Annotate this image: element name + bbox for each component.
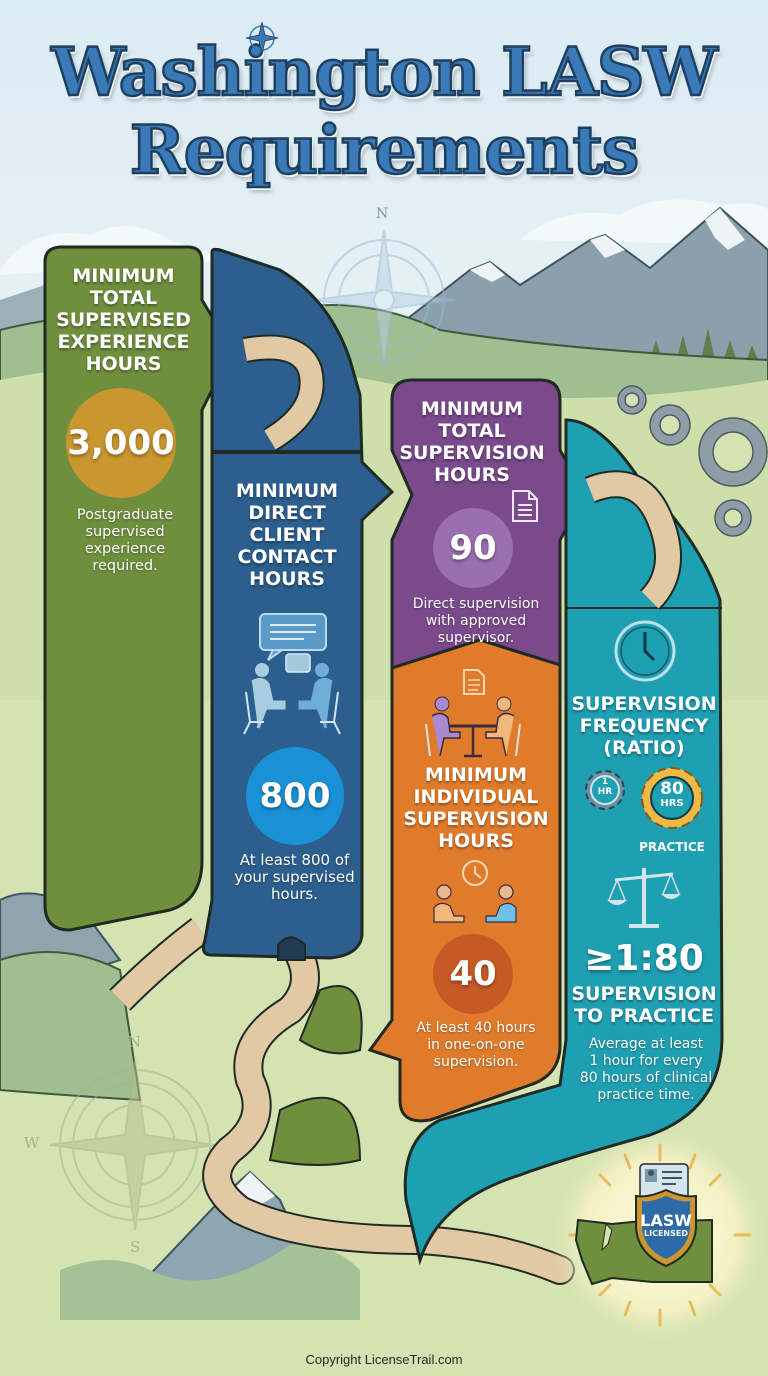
card-header: SUPERVISION FREQUENCY (RATIO) xyxy=(571,693,717,759)
gear-caption: PRACTICE xyxy=(639,840,705,854)
card-description: Postgraduate supervised experience requi… xyxy=(76,507,174,574)
card-header: MINIMUM INDIVIDUAL SUPERVISION HOURS xyxy=(403,764,549,852)
shield-icon xyxy=(635,1188,697,1268)
value-badge: 800 xyxy=(246,747,344,845)
page-title-line-2: Requirements xyxy=(129,111,641,190)
compass-north-label: N xyxy=(128,1033,142,1051)
copyright-text: Copyright LicenseTrail.com xyxy=(305,1352,463,1367)
card-description: At least 800 of your supervised hours. xyxy=(234,851,355,903)
card-description: Average at least 1 hour for every 80 hou… xyxy=(579,1036,713,1103)
balance-scale-icon xyxy=(607,868,681,928)
value-badge: 40 xyxy=(433,934,513,1014)
two-people-talking-icon xyxy=(243,613,341,735)
compass-west-label: W xyxy=(24,1134,40,1152)
gears-icon xyxy=(617,385,768,537)
washington-state-license-badge: LASW LICENSED xyxy=(572,1163,732,1300)
compass-south-label: S xyxy=(130,1238,141,1256)
document-icon xyxy=(512,490,538,522)
id-card-icon xyxy=(639,1163,689,1201)
page-title-line-1: Washington LASW xyxy=(50,33,719,112)
compass-rose-icon xyxy=(245,21,279,55)
card-header: MINIMUM TOTAL SUPERVISED EXPERIENCE HOUR… xyxy=(56,265,191,375)
ratio-subtitle: SUPERVISION TO PRACTICE xyxy=(571,983,717,1027)
gear-80-hours-icon: 80 HRS xyxy=(634,760,710,836)
compass-north-label-top: N xyxy=(376,206,389,222)
one-on-one-meeting-icon xyxy=(433,860,517,923)
card-header: MINIMUM DIRECT CLIENT CONTACT HOURS xyxy=(235,480,339,590)
value-badge: 3,000 xyxy=(66,388,176,498)
card-header: MINIMUM TOTAL SUPERVISION HOURS xyxy=(399,398,545,486)
ratio-value: ≥1:80 xyxy=(584,938,704,979)
value-badge: 90 xyxy=(433,508,513,588)
badge-label: LASW LICENSED xyxy=(640,1211,692,1238)
gear-1-hour-icon: 1 HR xyxy=(580,765,630,815)
card-description: At least 40 hours in one-on-one supervis… xyxy=(416,1020,536,1070)
card-description: Direct supervision with approved supervi… xyxy=(412,596,540,646)
meeting-at-table-icon xyxy=(425,669,521,758)
clock-icon xyxy=(614,620,676,682)
